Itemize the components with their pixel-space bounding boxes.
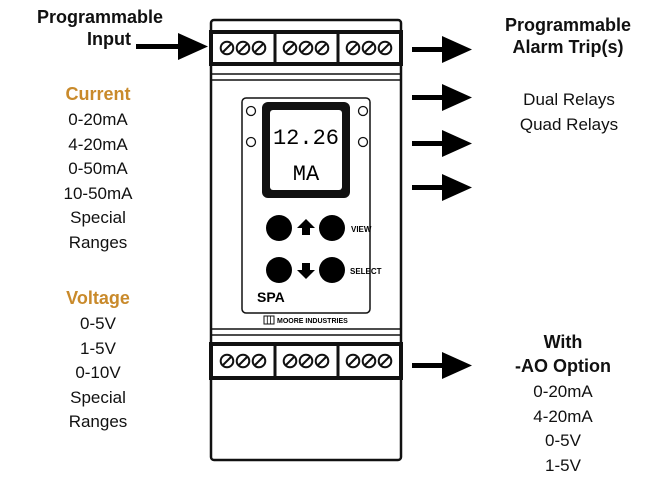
view-button[interactable] bbox=[319, 215, 345, 241]
input-title-line1: Programmable bbox=[36, 7, 164, 27]
lcd-value: 12.26 bbox=[273, 126, 339, 151]
screw-slot bbox=[301, 356, 311, 366]
view-label: VIEW bbox=[351, 225, 372, 234]
lcd-screen bbox=[270, 110, 342, 190]
ao-item: 1-5V bbox=[545, 455, 581, 475]
current-item: 4-20mA bbox=[68, 134, 128, 154]
alarm-list: Dual Relays Quad Relays bbox=[494, 88, 644, 137]
screw-slot bbox=[222, 43, 232, 53]
led-indicator bbox=[357, 136, 369, 148]
ao-item: 4-20mA bbox=[533, 406, 593, 426]
voltage-heading: Voltage bbox=[66, 288, 130, 308]
screw-slot bbox=[301, 43, 311, 53]
current-list: 0-20mA 4-20mA 0-50mA 10-50mA Special Ran… bbox=[38, 108, 158, 255]
down-arrow-icon bbox=[297, 263, 315, 279]
current-item: 0-50mA bbox=[68, 159, 128, 178]
down-button[interactable] bbox=[266, 257, 292, 283]
led-indicator bbox=[245, 136, 257, 148]
voltage-item: 1-5V bbox=[80, 338, 116, 358]
input-title-line2: Input bbox=[87, 29, 131, 49]
screw-slot bbox=[364, 356, 374, 366]
ao-item: 0-20mA bbox=[533, 382, 593, 401]
model-label: SPA bbox=[257, 289, 285, 305]
select-button[interactable] bbox=[319, 257, 345, 283]
screw-slot bbox=[380, 43, 390, 53]
input-title: Programmable Input bbox=[0, 6, 200, 50]
alarm-title-line2: Alarm Trip(s) bbox=[512, 37, 624, 57]
ao-title-line2: -AO Option bbox=[515, 356, 611, 376]
voltage-item: Ranges bbox=[68, 412, 128, 431]
current-item: 0-20mA bbox=[68, 110, 128, 129]
screw-slot bbox=[254, 356, 264, 366]
screw-slot bbox=[380, 356, 390, 366]
screw-slot bbox=[285, 356, 295, 366]
lcd-unit: MA bbox=[293, 162, 320, 187]
current-item: Special bbox=[70, 208, 126, 227]
led-indicator bbox=[245, 105, 257, 117]
bottom-terminal-screws bbox=[219, 353, 393, 369]
screw-slot bbox=[254, 43, 264, 53]
brand-label: MOORE INDUSTRIES bbox=[277, 318, 348, 325]
ao-title: With -AO Option bbox=[488, 330, 638, 378]
current-item: Ranges bbox=[68, 232, 128, 252]
alarm-arrow-1 bbox=[412, 36, 472, 63]
voltage-item: 0-5V bbox=[80, 314, 116, 333]
screw-slot bbox=[285, 43, 295, 53]
screw-slot bbox=[317, 356, 327, 366]
ao-arrow bbox=[412, 352, 472, 379]
screw-slot bbox=[317, 43, 327, 53]
ao-list: 0-20mA 4-20mA 0-5V 1-5V bbox=[488, 380, 638, 478]
alarm-item: Quad Relays bbox=[519, 114, 619, 134]
up-arrow-icon bbox=[297, 219, 315, 235]
current-item: 10-50mA bbox=[63, 183, 133, 203]
voltage-item: Special bbox=[70, 387, 126, 407]
screw-slot bbox=[222, 356, 232, 366]
screw-slot bbox=[238, 356, 248, 366]
alarm-arrow-4 bbox=[412, 174, 472, 201]
top-terminal-screws bbox=[219, 40, 393, 56]
alarm-arrow-2 bbox=[412, 84, 472, 111]
ao-title-line1: With bbox=[543, 332, 583, 352]
voltage-item: 0-10V bbox=[75, 363, 121, 382]
up-button[interactable] bbox=[266, 215, 292, 241]
voltage-list: 0-5V 1-5V 0-10V Special Ranges bbox=[38, 312, 158, 435]
select-label: SELECT bbox=[350, 267, 382, 276]
alarm-title-line1: Programmable bbox=[504, 15, 632, 35]
input-arrow bbox=[136, 33, 208, 60]
current-heading: Current bbox=[65, 84, 131, 104]
screw-slot bbox=[348, 43, 358, 53]
alarm-item: Dual Relays bbox=[523, 90, 615, 109]
brand-logo-icon bbox=[263, 315, 275, 325]
led-indicator bbox=[357, 105, 369, 117]
ao-item: 0-5V bbox=[545, 431, 581, 450]
alarm-arrow-3 bbox=[412, 130, 472, 157]
alarm-title: Programmable Alarm Trip(s) bbox=[478, 14, 658, 58]
screw-slot bbox=[348, 356, 358, 366]
screw-slot bbox=[364, 43, 374, 53]
screw-slot bbox=[238, 43, 248, 53]
